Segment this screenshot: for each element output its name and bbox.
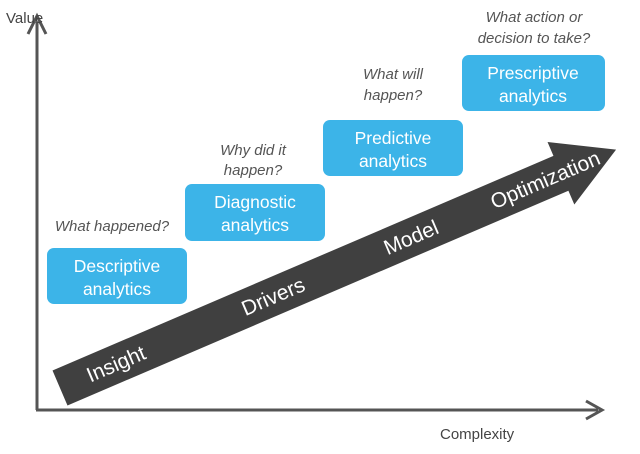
stage-prescriptive: What action or decision to take? Prescri… bbox=[462, 9, 605, 111]
stage-box bbox=[462, 55, 605, 111]
y-axis-label: Value bbox=[6, 10, 43, 27]
stage-subtitle: analytics bbox=[221, 215, 289, 235]
stage-predictive: What will happen? Predictive analytics bbox=[323, 66, 463, 176]
question: happen? bbox=[224, 162, 283, 179]
stage-title: Diagnostic bbox=[214, 192, 296, 212]
stage-subtitle: analytics bbox=[83, 279, 151, 299]
question: What happened? bbox=[55, 218, 170, 235]
question: Why did it bbox=[220, 142, 287, 159]
stage-title: Prescriptive bbox=[487, 63, 578, 83]
stage-box bbox=[185, 184, 325, 241]
stage-box bbox=[47, 248, 187, 304]
stage-title: Descriptive bbox=[74, 256, 161, 276]
question: happen? bbox=[364, 87, 423, 104]
stage-diagnostic: Why did it happen? Diagnostic analytics bbox=[185, 142, 325, 241]
question: decision to take? bbox=[478, 30, 591, 47]
y-axis bbox=[26, 12, 48, 410]
stage-title: Predictive bbox=[355, 128, 432, 148]
x-axis-label: Complexity bbox=[440, 426, 515, 443]
stage-descriptive: What happened? Descriptive analytics bbox=[47, 218, 187, 304]
question: What will bbox=[363, 66, 424, 83]
stage-box bbox=[323, 120, 463, 176]
x-axis bbox=[36, 399, 606, 421]
stage-subtitle: analytics bbox=[359, 151, 427, 171]
question: What action or bbox=[486, 9, 584, 26]
stage-subtitle: analytics bbox=[499, 86, 567, 106]
